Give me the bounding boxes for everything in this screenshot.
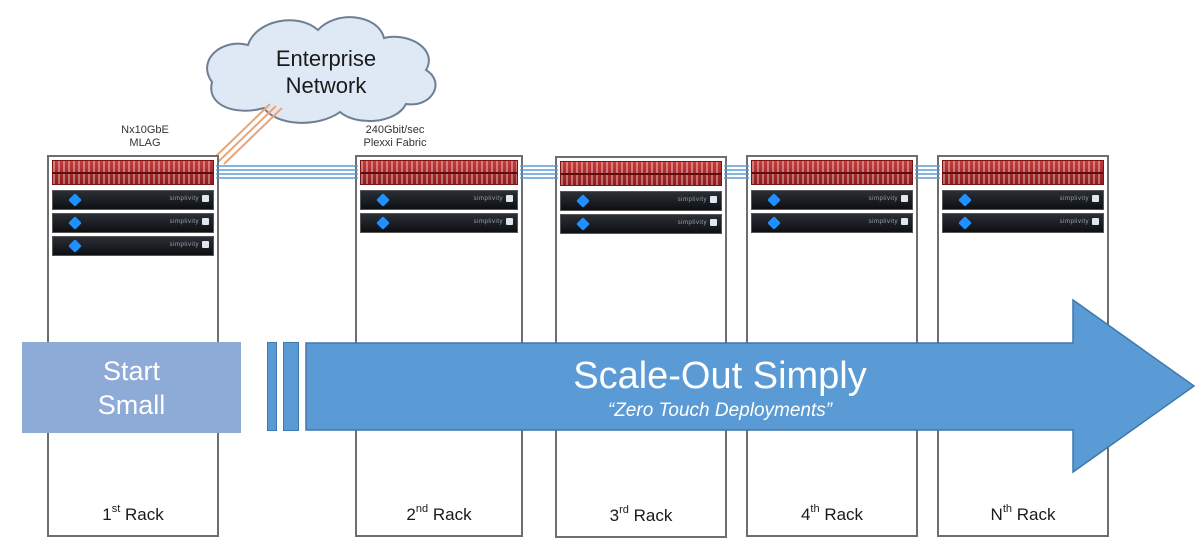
brand-logo-icon (506, 195, 513, 202)
server-brand: simplivity (169, 196, 199, 202)
server-node: simplivity (942, 213, 1104, 233)
cloud-label-line1: Enterprise (275, 46, 377, 71)
server-node: simplivity (52, 213, 214, 233)
cloud-outline (206, 16, 437, 124)
server-brand: simplivity (473, 196, 503, 202)
uplink-label-line2: MLAG (129, 137, 161, 149)
rack-ordinal-suffix: rd (619, 504, 629, 516)
rack-ordinal: 2 (406, 505, 416, 524)
server-node: simplivity (52, 236, 214, 256)
rack-ordinal-suffix: th (1002, 503, 1012, 515)
brand-logo-icon (710, 196, 717, 203)
fabric-switch (360, 160, 518, 185)
rack-label: 2nd Rack (357, 503, 521, 525)
start-small-box: Start Small (22, 342, 241, 433)
server-node: simplivity (52, 190, 214, 210)
server-brand: simplivity (677, 197, 707, 203)
cloud-label-line2: Network (285, 73, 367, 98)
brand-logo-icon (202, 195, 209, 202)
brand-logo-icon (202, 218, 209, 225)
brand-logo-icon (1092, 195, 1099, 202)
server-brand: simplivity (169, 242, 199, 248)
rack-label: 4th Rack (748, 503, 916, 525)
server-brand: simplivity (1059, 196, 1089, 202)
server-brand: simplivity (169, 219, 199, 225)
server-brand: simplivity (473, 219, 503, 225)
brand-logo-icon (1092, 218, 1099, 225)
rack-label: Nth Rack (939, 503, 1107, 525)
rack-ordinal-suffix: nd (415, 503, 429, 515)
rack-word: Rack (824, 505, 864, 524)
server-node: simplivity (942, 190, 1104, 210)
rack-label: 1st Rack (49, 503, 217, 525)
start-small-line2: Small (97, 390, 166, 420)
rack-word: Rack (633, 506, 673, 525)
brand-logo-icon (901, 195, 908, 202)
server-node: simplivity (360, 213, 518, 233)
rack-ordinal-suffix: st (111, 503, 121, 515)
scale-out-subtitle: “Zero Touch Deployments” (607, 400, 833, 421)
server-brand: simplivity (868, 219, 898, 225)
rack-ordinal-suffix: th (810, 503, 820, 515)
rack-ordinal: 4 (800, 505, 811, 524)
rack-word: Rack (432, 505, 472, 524)
rack-label: 3rd Rack (557, 504, 725, 526)
arrow-tail-bar (267, 342, 277, 431)
rack-ordinal: N (990, 505, 1003, 524)
server-node: simplivity (560, 214, 722, 234)
fabric-switch (560, 161, 722, 186)
fabric-label-line2: Plexxi Fabric (363, 137, 427, 149)
brand-logo-icon (710, 219, 717, 226)
fabric-label: 240Gbit/sec Plexxi Fabric (340, 124, 450, 150)
server-brand: simplivity (1059, 219, 1089, 225)
cloud-label: Enterprise Network (236, 45, 416, 99)
rack-ordinal: 1 (102, 505, 112, 524)
rack-ordinal: 3 (609, 506, 620, 525)
brand-logo-icon (506, 218, 513, 225)
brand-logo-icon (202, 241, 209, 248)
server-node: simplivity (560, 191, 722, 211)
fabric-label-line1: 240Gbit/sec (365, 124, 425, 136)
uplink-link (211, 103, 283, 165)
uplink-label-line1: Nx10GbE (121, 124, 169, 136)
server-node: simplivity (751, 190, 913, 210)
rack-word: Rack (1016, 505, 1056, 524)
server-node: simplivity (360, 190, 518, 210)
start-small-line1: Start (102, 356, 161, 386)
server-node: simplivity (751, 213, 913, 233)
brand-logo-icon (901, 218, 908, 225)
fabric-switch (942, 160, 1104, 185)
arrow-tail-bar (283, 342, 299, 431)
fabric-switch (751, 160, 913, 185)
fabric-switch (52, 160, 214, 185)
server-brand: simplivity (677, 220, 707, 226)
server-brand: simplivity (868, 196, 898, 202)
scale-out-arrow-shape (305, 298, 1196, 474)
rack-word: Rack (125, 505, 164, 524)
uplink-label: Nx10GbE MLAG (100, 124, 190, 150)
rack-n: simplivity simplivity Nth Rack (937, 155, 1109, 537)
scale-out-title: Scale-Out Simply (573, 355, 867, 397)
